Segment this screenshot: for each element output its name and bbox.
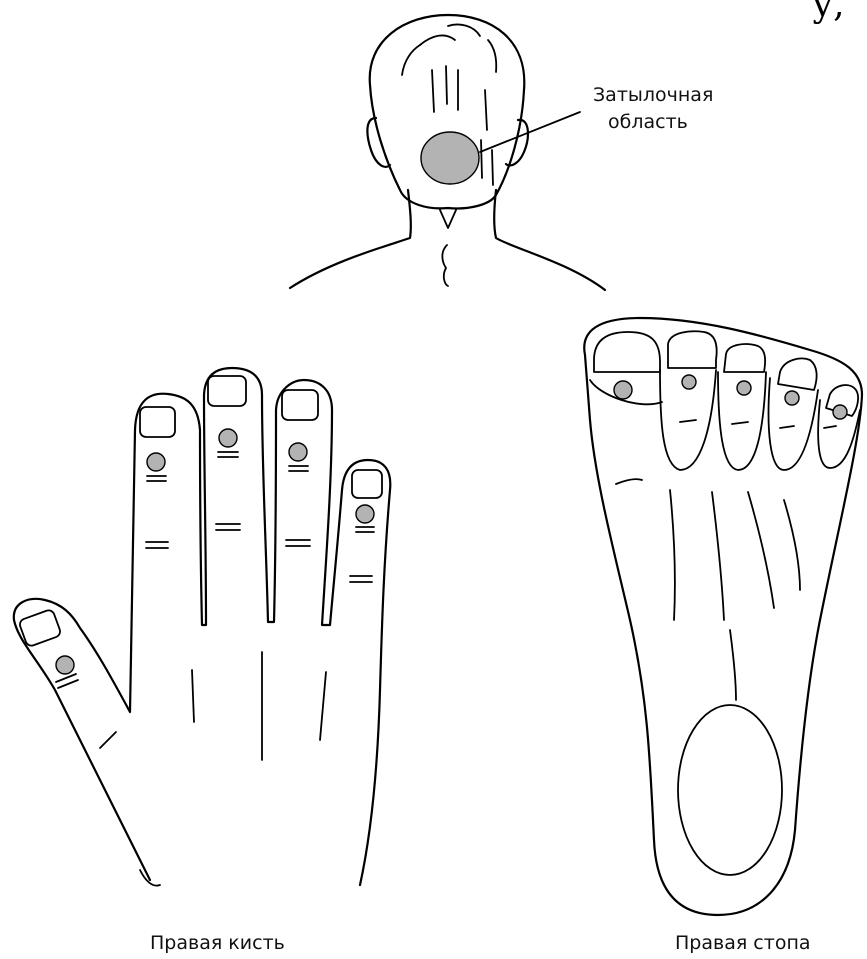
spot-toe-5 <box>833 405 847 419</box>
right-foot <box>584 318 862 915</box>
crease-ring-2 <box>286 540 310 546</box>
occipital-label-line2: область <box>608 111 688 133</box>
spot-toe-2 <box>682 375 696 389</box>
heel-oval <box>678 705 782 875</box>
crease-ring-1 <box>289 466 308 471</box>
spine-line <box>442 245 448 286</box>
top-text-fragment: у, <box>812 0 845 25</box>
hair-line-4 <box>488 40 496 72</box>
toe-4-crease <box>780 426 794 428</box>
right-hand <box>14 368 390 886</box>
hair-line-2 <box>448 24 480 36</box>
toe-3-crease <box>732 422 748 424</box>
occipital-label-line1: Затылочная <box>593 84 713 106</box>
hair-line-8 <box>485 90 487 130</box>
nail-toe-3 <box>724 344 765 372</box>
right-hand-label: Правая кисть <box>150 932 285 954</box>
palm-line-1 <box>192 670 194 722</box>
foot-side-crease <box>616 479 642 484</box>
hair-line-5 <box>432 70 434 112</box>
spot-big-toe <box>614 381 632 399</box>
occipital-spot <box>421 132 479 184</box>
nail-index <box>140 407 175 437</box>
crease-index-1 <box>147 476 166 481</box>
crease-thumb-1 <box>56 674 78 688</box>
nail-toe-2 <box>668 331 717 368</box>
spot-toe-4 <box>785 391 799 405</box>
spot-toe-3 <box>737 381 751 395</box>
spot-thumb <box>56 656 74 674</box>
hair-line-6 <box>446 66 447 104</box>
crease-little-1 <box>356 527 374 532</box>
crease-little-2 <box>350 576 372 582</box>
spot-middle <box>219 429 237 447</box>
nail-big-toe <box>594 332 660 372</box>
crease-index-2 <box>146 542 168 548</box>
crease-middle-2 <box>216 524 240 530</box>
foot-tendon-5 <box>730 630 736 700</box>
right-foot-label: Правая стопа <box>675 932 811 954</box>
spot-little <box>356 505 374 523</box>
nail-ring <box>282 390 318 420</box>
crease-thumb-2 <box>100 732 116 748</box>
foot-tendon-4 <box>784 500 800 590</box>
hair-line-10 <box>481 140 482 178</box>
spot-index <box>147 453 165 471</box>
nail-middle <box>208 376 246 406</box>
spot-ring <box>289 443 307 461</box>
foot-tendon-3 <box>748 492 774 608</box>
occipital-leader-line <box>480 112 580 152</box>
neck-v <box>440 210 456 228</box>
nail-thumb <box>18 609 61 648</box>
toe-2-crease <box>680 420 696 422</box>
palm-line-3 <box>320 672 326 740</box>
nail-toe-4 <box>778 359 817 391</box>
left-shoulder-line <box>290 190 411 288</box>
crease-middle-1 <box>218 452 238 457</box>
foot-tendon-2 <box>712 492 724 620</box>
hair-line-3 <box>402 45 420 75</box>
toe-5-crease <box>824 426 836 428</box>
head-back-view <box>290 15 605 290</box>
hand-outline <box>14 368 390 885</box>
nail-little <box>352 470 382 498</box>
right-shoulder-line <box>494 190 605 290</box>
foot-tendon-1 <box>670 490 675 620</box>
hair-line-9 <box>492 150 493 185</box>
hair-line-1 <box>420 35 455 45</box>
